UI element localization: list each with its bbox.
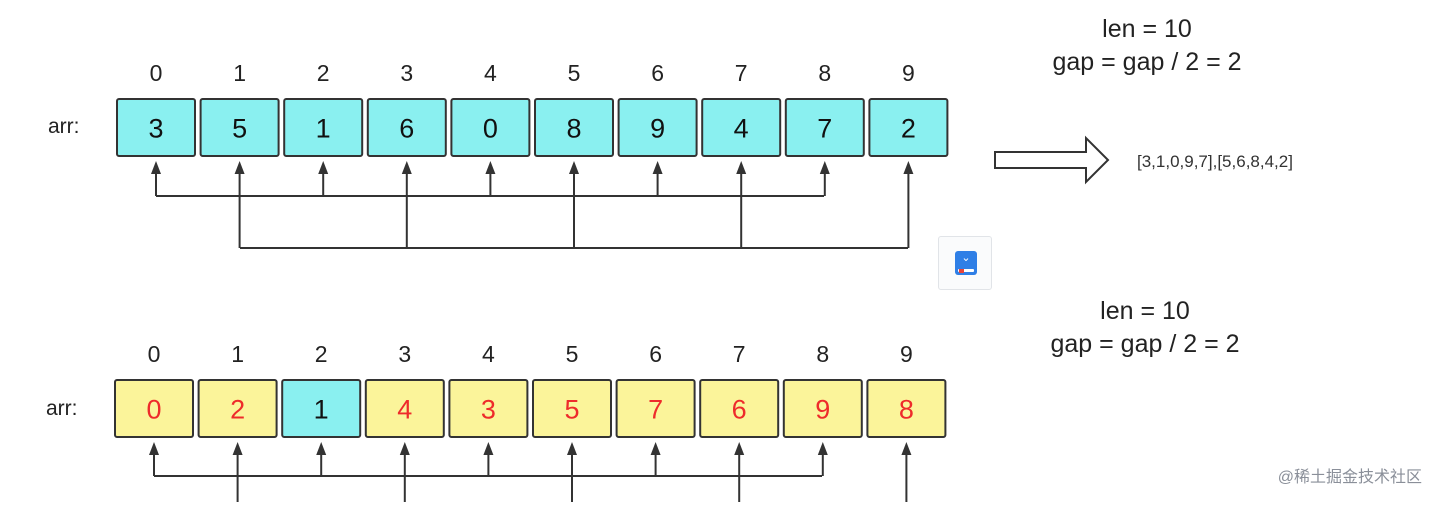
top-arrowhead-0 <box>151 161 161 174</box>
bottom-cell-9 <box>866 379 947 438</box>
book-icon: ⌄ <box>955 251 977 275</box>
bottom-cell-8 <box>782 379 863 438</box>
bottom-cell-3 <box>364 379 445 438</box>
top-index-0: 0 <box>150 60 163 86</box>
top-cell-8 <box>784 98 865 157</box>
bottom-cell-4 <box>448 379 529 438</box>
groups-text: [3,1,0,9,7],[5,6,8,4,2] <box>1137 152 1293 171</box>
floating-action-button[interactable]: ⌄ <box>938 236 992 290</box>
top-value-9: 2 <box>901 114 916 144</box>
top-arrowhead-6 <box>652 161 663 174</box>
top-arrowhead-1 <box>234 161 245 174</box>
top-cell-5 <box>534 98 614 157</box>
top-index-3: 3 <box>400 60 413 86</box>
bottom-value-9: 8 <box>899 395 914 425</box>
top-len-text: len = 10 <box>1102 15 1192 43</box>
top-cell-7 <box>701 98 782 157</box>
bottom-arrowhead-1 <box>232 442 243 455</box>
top-value-4: 0 <box>483 114 498 144</box>
bottom-cell-0 <box>114 379 194 438</box>
bottom-arrowhead-8 <box>817 442 828 455</box>
bottom-index-1: 1 <box>231 341 244 367</box>
top-index-9: 9 <box>902 60 915 86</box>
bottom-value-0: 0 <box>146 395 161 425</box>
bottom-cell-5 <box>532 379 612 438</box>
top-value-1: 5 <box>232 114 247 144</box>
bottom-gap-text: gap = gap / 2 = 2 <box>1050 330 1239 358</box>
bottom-index-7: 7 <box>733 341 746 367</box>
top-value-0: 3 <box>148 114 163 144</box>
bottom-index-6: 6 <box>649 341 662 367</box>
top-cell-9 <box>868 98 949 157</box>
bottom-value-3: 4 <box>397 395 412 425</box>
bottom-index-0: 0 <box>148 341 161 367</box>
bottom-index-9: 9 <box>900 341 913 367</box>
top-cell-4 <box>450 98 531 157</box>
bottom-value-4: 3 <box>481 395 496 425</box>
top-arrowhead-4 <box>485 161 496 174</box>
bottom-arrowhead-4 <box>483 442 494 455</box>
top-cell-3 <box>366 98 447 157</box>
bottom-value-7: 6 <box>732 395 747 425</box>
bottom-value-5: 5 <box>564 395 579 425</box>
bottom-value-6: 7 <box>648 395 663 425</box>
top-value-8: 7 <box>817 114 832 144</box>
top-index-6: 6 <box>651 60 664 86</box>
top-index-7: 7 <box>735 60 748 86</box>
bottom-arrowhead-7 <box>734 442 745 455</box>
bottom-cell-2 <box>281 379 362 438</box>
top-cell-6 <box>617 98 698 157</box>
top-arrowhead-7 <box>736 161 747 174</box>
top-index-5: 5 <box>568 60 581 86</box>
top-arrowhead-3 <box>401 161 412 174</box>
bottom-value-8: 9 <box>815 395 830 425</box>
top-index-8: 8 <box>818 60 831 86</box>
top-value-3: 6 <box>399 114 414 144</box>
bottom-index-3: 3 <box>398 341 411 367</box>
bottom-value-2: 1 <box>314 395 329 425</box>
bottom-cell-6 <box>615 379 696 438</box>
top-index-4: 4 <box>484 60 497 86</box>
top-value-5: 8 <box>566 114 581 144</box>
bottom-index-8: 8 <box>816 341 829 367</box>
bottom-arrows <box>149 442 912 502</box>
top-index-1: 1 <box>233 60 246 86</box>
bottom-arrowhead-2 <box>316 442 327 455</box>
bottom-index-5: 5 <box>566 341 579 367</box>
bottom-index-4: 4 <box>482 341 495 367</box>
top-arrows <box>151 161 914 248</box>
top-cell-2 <box>283 98 364 157</box>
bottom-arr-label: arr: <box>46 397 78 420</box>
top-value-6: 9 <box>650 114 665 144</box>
bottom-arrowhead-5 <box>567 442 577 455</box>
top-gap-text: gap = gap / 2 = 2 <box>1052 48 1241 76</box>
top-index-2: 2 <box>317 60 330 86</box>
top-cell-0 <box>116 98 196 157</box>
bottom-arrowhead-0 <box>149 442 159 455</box>
top-connectors <box>156 195 908 249</box>
bottom-arrowhead-6 <box>650 442 661 455</box>
top-arrowhead-9 <box>903 161 914 174</box>
bottom-len-text: len = 10 <box>1100 297 1190 325</box>
bottom-value-1: 2 <box>230 395 245 425</box>
bottom-arrowhead-3 <box>399 442 410 455</box>
top-arrowhead-8 <box>819 161 830 174</box>
bottom-index-2: 2 <box>315 341 328 367</box>
top-cell-1 <box>199 98 280 157</box>
top-arr-label: arr: <box>48 115 80 138</box>
bottom-cell-1 <box>197 379 278 438</box>
top-arrowhead-2 <box>318 161 329 174</box>
top-value-2: 1 <box>316 114 331 144</box>
hollow-right-arrow <box>994 135 1110 185</box>
top-arrowhead-5 <box>569 161 579 174</box>
top-array-row: 0 3 1 5 2 1 3 6 4 0 5 8 6 9 7 4 8 7 9 2 <box>116 60 949 157</box>
bottom-cell-7 <box>699 379 780 438</box>
watermark-text: @稀土掘金技术社区 <box>1278 468 1422 486</box>
bottom-array-row: 0 0 1 2 2 1 3 4 4 3 5 5 6 7 7 6 8 9 9 8 <box>114 341 947 438</box>
bottom-arrowhead-9 <box>901 442 912 455</box>
top-value-7: 4 <box>734 114 749 144</box>
